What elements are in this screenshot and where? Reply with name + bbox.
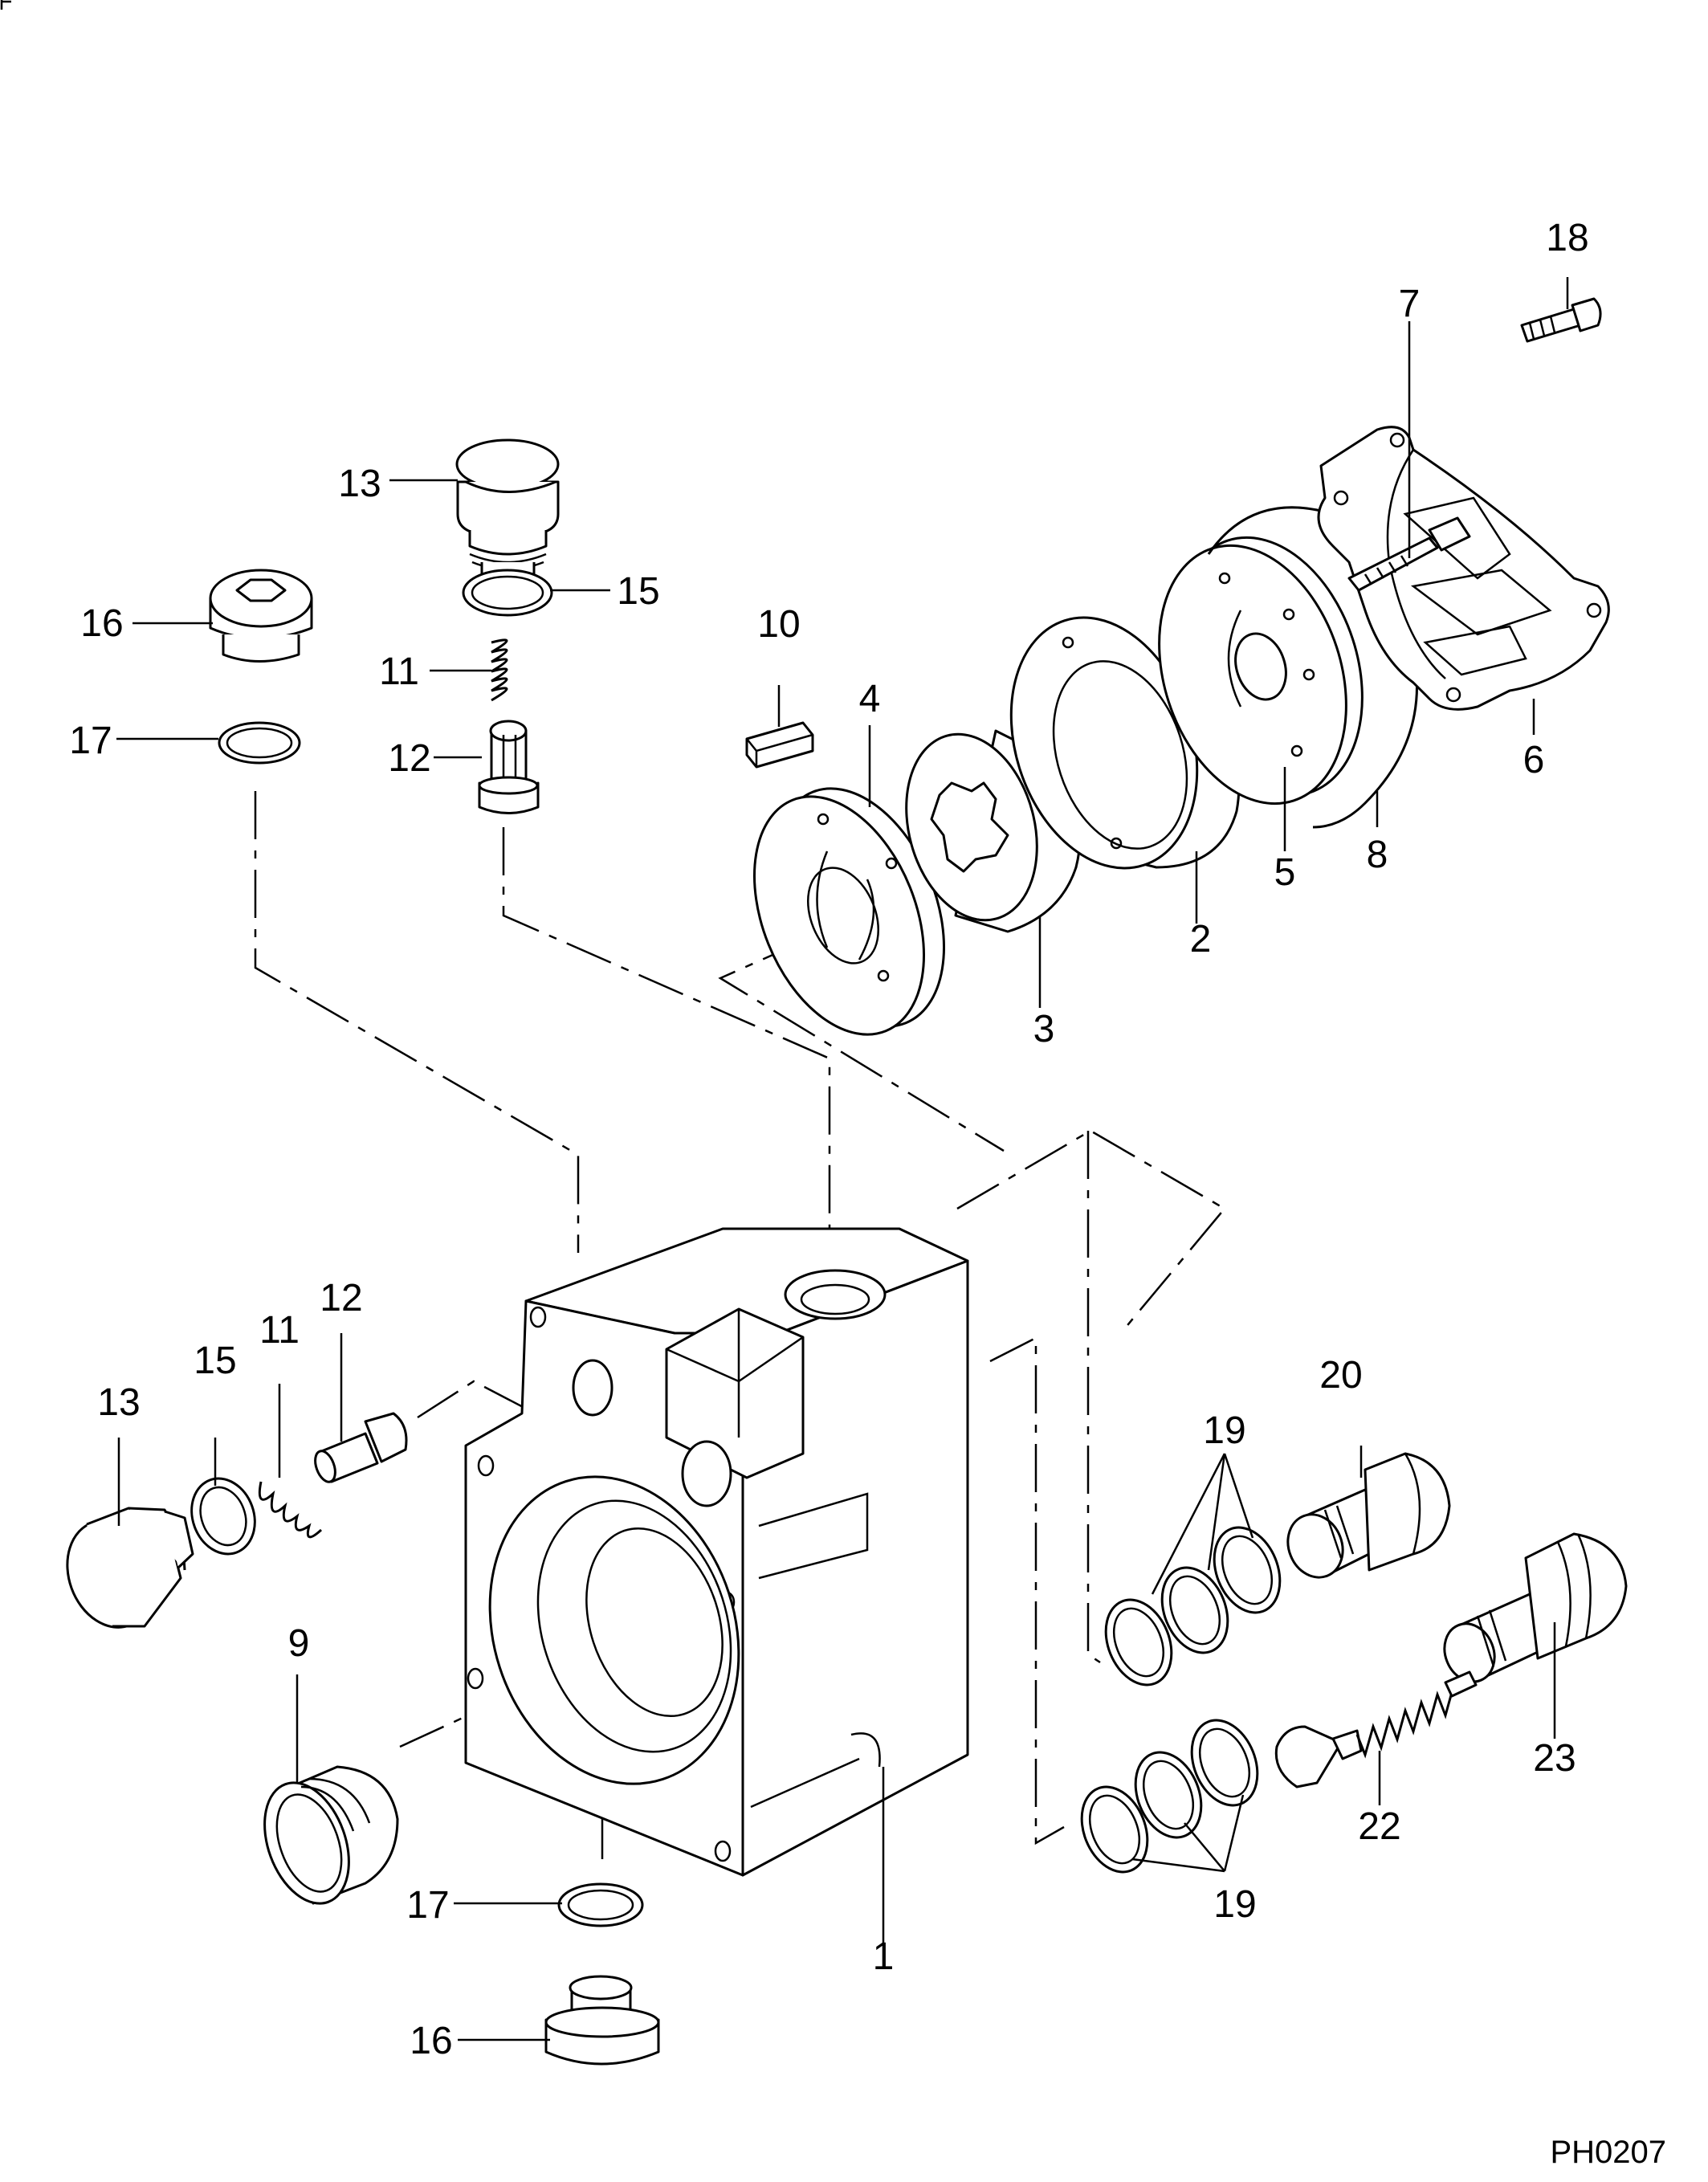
part-17-washer-bottom (557, 1882, 644, 1927)
callout-18: 18 (1546, 217, 1588, 259)
callout-1: 1 (873, 1935, 895, 1978)
callout-5: 5 (1274, 851, 1296, 894)
part-13-plug-top (455, 438, 560, 585)
callout-17-bottom: 17 (406, 1884, 449, 1927)
callout-23: 23 (1533, 1737, 1576, 1780)
part-12-valve-piston-left (314, 1412, 408, 1483)
callout-7: 7 (1399, 283, 1421, 325)
callout-13-left: 13 (97, 1381, 140, 1424)
callout-20: 20 (1319, 1354, 1362, 1397)
callout-9: 9 (288, 1622, 310, 1665)
callout-3: 3 (1033, 1008, 1055, 1050)
callout-10: 10 (757, 603, 800, 646)
part-19-o-rings-lower (1080, 1719, 1259, 1874)
part-10-key (745, 721, 814, 769)
part-18-bolt (1520, 297, 1602, 343)
part-13-plug-left (66, 1507, 194, 1629)
part-11-spring-top (491, 638, 508, 702)
part-23-plug (1443, 1532, 1628, 1683)
part-2-ring (1009, 616, 1241, 870)
callout-16-top: 16 (80, 602, 123, 645)
part-6-end-cover (1317, 426, 1610, 711)
callout-19-top: 19 (1203, 1409, 1245, 1452)
callout-11-top: 11 (379, 651, 419, 693)
part-1-pump-housing (464, 1227, 969, 1877)
callout-22: 22 (1358, 1805, 1400, 1848)
callout-labels: 1 2 3 4 5 6 7 8 9 10 11 11 12 12 13 13 1… (69, 217, 1588, 2062)
part-9-bushing (263, 1765, 399, 1905)
part-15-washer-left (190, 1477, 256, 1556)
callout-8: 8 (1367, 834, 1388, 876)
part-7-shaft (1347, 516, 1471, 592)
callout-12-top: 12 (388, 737, 430, 780)
callout-6: 6 (1523, 739, 1545, 781)
part-19-o-rings-upper (1104, 1526, 1282, 1686)
drawing-code: PH0207 (1550, 2135, 1666, 2170)
callout-12-left: 12 (320, 1277, 362, 1319)
callout-13-top: 13 (338, 463, 381, 505)
part-12-valve-piston-top (478, 720, 540, 814)
callout-4: 4 (859, 678, 881, 720)
callout-11-left: 11 (259, 1309, 300, 1352)
part-20-plug (1286, 1452, 1451, 1579)
callout-16-bottom: 16 (410, 2020, 452, 2062)
part-5-cover-plate (1158, 536, 1364, 806)
part-22-valve-spring (1274, 1670, 1478, 1788)
callout-15-left: 15 (194, 1340, 236, 1382)
part-16-plug-bottom (544, 1975, 660, 2066)
callout-17-top: 17 (69, 720, 112, 762)
callout-19-bottom: 19 (1213, 1883, 1256, 1926)
part-16-socket-plug-top (209, 569, 313, 663)
part-17-washer-top (218, 721, 301, 765)
callout-15-top: 15 (617, 570, 659, 613)
part-15-washer-top (462, 569, 553, 617)
part-11-spring-left (258, 1481, 323, 1539)
leader-lines (116, 277, 1569, 2041)
part-4-plate (753, 787, 945, 1036)
callout-2: 2 (1190, 918, 1212, 960)
